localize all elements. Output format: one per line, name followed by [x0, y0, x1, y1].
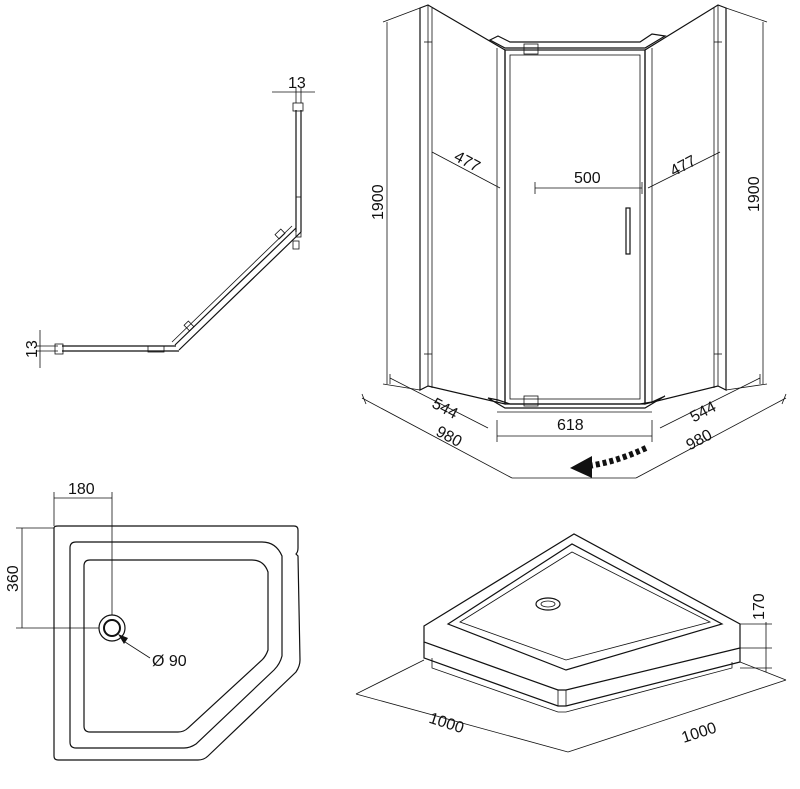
- dim-profile-top: 13: [288, 75, 306, 92]
- dim-base-right: 544: [688, 399, 720, 427]
- plan-view: 13 13: [24, 75, 315, 368]
- dim-tray-side-left: 1000: [427, 710, 466, 737]
- dim-base-left: 544: [429, 395, 461, 423]
- tray-3d-view: 170 1000 1000: [355, 533, 787, 753]
- dim-profile-left: 13: [24, 340, 41, 358]
- tray-plan-view: Ø 90 180 360: [5, 481, 301, 761]
- dim-drain-offset-x: 180: [68, 481, 95, 498]
- dim-depth-left: 980: [433, 423, 465, 451]
- dim-door-width: 500: [574, 170, 601, 187]
- dim-base-front: 618: [557, 417, 584, 434]
- dim-side-right: 477: [668, 153, 700, 181]
- dim-drain-diameter: Ø 90: [152, 653, 187, 670]
- dim-height-left: 1900: [370, 184, 387, 220]
- dim-tray-side-right: 1000: [680, 720, 719, 747]
- dim-side-left: 477: [451, 148, 483, 176]
- dim-height-right: 1900: [746, 176, 763, 212]
- front-view: 1900 1900 477 500 477 544 618 544 980: [361, 4, 787, 479]
- door-swing-arrow-icon: [570, 445, 648, 478]
- dim-depth-right: 980: [684, 427, 716, 455]
- dim-tray-height: 170: [751, 593, 768, 620]
- dim-drain-offset-y: 360: [5, 565, 22, 592]
